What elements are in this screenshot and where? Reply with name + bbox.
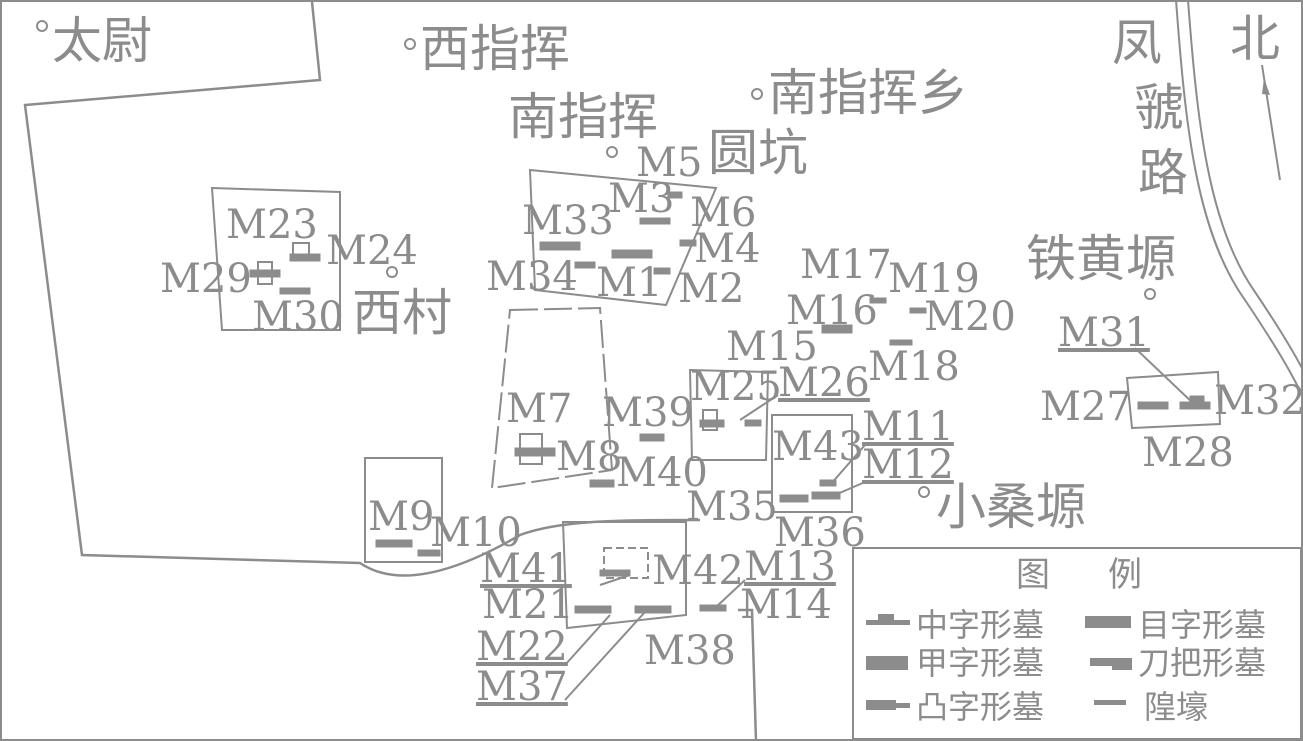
tomb-label-m34: M34: [486, 254, 578, 300]
tomb-label-m37: M37: [476, 664, 568, 710]
legend-label-jia: 甲字形墓: [916, 644, 1044, 682]
settlement-markers: [36, 20, 1156, 498]
legend-label-mu: 目字形墓: [1138, 606, 1266, 644]
tomb-label-m7: M7: [506, 386, 572, 432]
tomb-label-m33: M33: [522, 198, 614, 244]
tomb-label-m38: M38: [644, 628, 736, 674]
tomb-label-m23: M23: [226, 202, 318, 248]
enclosure-south: [561, 521, 687, 630]
tomb-label-m4: M4: [694, 226, 760, 272]
tomb-label-m8: M8: [556, 434, 622, 480]
legend-symbol-moat: [1094, 700, 1126, 705]
tomb-label-m35: M35: [686, 484, 778, 530]
enclosure-north: [528, 168, 718, 307]
legend-label-daoba: 刀把形墓: [1138, 644, 1266, 682]
enclosure-m9: [364, 457, 443, 563]
tomb-label-m3: M3: [608, 176, 674, 222]
place-nanzhihuixiang: 南指挥乡: [768, 64, 968, 122]
tomb-label-m10: M10: [430, 510, 522, 556]
tomb-label-m18: M18: [868, 344, 960, 390]
tomb-label-m20: M20: [924, 294, 1016, 340]
north-arrow: [1261, 64, 1281, 181]
tomb-label-m31: M31: [1058, 310, 1150, 356]
enclosure-m43: [771, 414, 853, 513]
tomb-label-m12: M12: [862, 442, 954, 488]
tomb-label-m28: M28: [1142, 430, 1234, 476]
legend-title-1: 图: [1016, 555, 1050, 595]
leader-lines: [564, 347, 1196, 701]
legend: 图 例 中字形墓 目字形墓 甲字形墓 刀把形墓 凸字形墓 隍壕: [852, 547, 1302, 740]
fenghao-road-line-2: [1187, 0, 1303, 369]
tomb-label-m29: M29: [160, 256, 252, 302]
enclosure-m25: [688, 368, 770, 461]
tomb-label-m32: M32: [1214, 378, 1303, 424]
place-xizhihui: 西指挥: [420, 20, 570, 78]
tomb-label-m19: M19: [888, 256, 980, 302]
tomb-label-m1: M1: [596, 260, 662, 306]
south-boundary: [738, 608, 758, 741]
place-nanzhihui: 南指挥: [508, 88, 658, 146]
tomb-label-m22: M22: [476, 624, 568, 670]
legend-label-moat: 隍壕: [1144, 688, 1208, 726]
site-boundary: [23, 1, 701, 577]
tomb-label-m9: M9: [368, 494, 434, 540]
tomb-label-m39: M39: [602, 390, 694, 436]
north-label: 北: [1230, 10, 1280, 68]
legend-symbol-mu: [1085, 616, 1131, 628]
tomb-label-m43: M43: [772, 424, 864, 470]
tomb-label-m40: M40: [616, 450, 708, 496]
road-char-2: 虢: [1134, 79, 1184, 137]
place-xicun: 西村: [352, 284, 452, 342]
road-char-3: 路: [1138, 144, 1188, 202]
place-tiehuangyuan: 铁黄塬: [1026, 230, 1176, 288]
tomb-label-m16: M16: [786, 288, 878, 334]
legend-symbol-daoba: [1090, 658, 1132, 666]
enclosure-west: [210, 186, 341, 331]
tomb-label-m5: M5: [636, 140, 702, 186]
road-char-1: 凤: [1112, 14, 1162, 72]
tomb-labels: M23 M24 M29 M30 M5 M3 M6 M33 M4 M34 M1 M…: [160, 140, 1303, 710]
tomb-label-m13: M13: [744, 544, 836, 590]
tomb-label-m24: M24: [326, 228, 418, 274]
legend-symbol-tu: [866, 700, 896, 710]
tomb-label-m2: M2: [678, 266, 744, 312]
tomb-symbols: [249, 191, 1211, 614]
tomb-label-m14: M14: [740, 582, 832, 628]
tomb-label-m15: M15: [726, 324, 818, 370]
moat-center: [490, 306, 614, 490]
tomb-label-m42: M42: [652, 548, 744, 594]
legend-label-zhong: 中字形墓: [916, 606, 1044, 644]
place-yuankeng: 圆坑: [708, 124, 808, 182]
legend-symbol-jia: [866, 656, 908, 670]
legend-title-2: 例: [1108, 555, 1142, 595]
fenghao-road-line: [1175, 0, 1303, 396]
tomb-label-m36: M36: [774, 510, 866, 556]
tomb-label-m21: M21: [482, 582, 574, 628]
legend-symbol-zhong: [866, 620, 910, 625]
place-xiaosangyuan: 小桑塬: [936, 478, 1086, 536]
legend-label-tu: 凸字形墓: [916, 688, 1044, 726]
tomb-label-m6: M6: [690, 190, 756, 236]
tomb-label-m25: M25: [690, 364, 782, 410]
tomb-label-m17: M17: [800, 242, 892, 288]
tomb-label-m11: M11: [862, 404, 954, 450]
place-taiwei: 太尉: [52, 12, 152, 70]
tomb-label-m27: M27: [1040, 384, 1132, 430]
tomb-label-m30: M30: [252, 294, 344, 340]
tomb-label-m41: M41: [480, 546, 572, 592]
tomb-label-m26: M26: [778, 360, 870, 406]
enclosure-east: [1125, 370, 1222, 430]
